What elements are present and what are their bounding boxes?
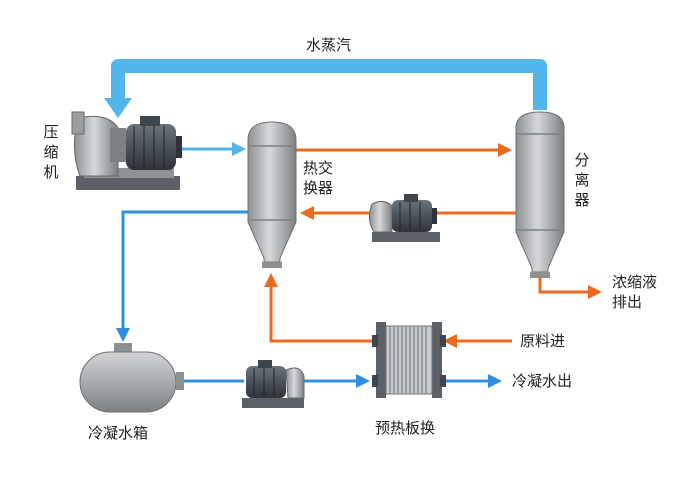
condensate-out-label: 冷凝水出 bbox=[512, 372, 573, 390]
heat-exchanger bbox=[247, 121, 297, 268]
condensate-pump bbox=[242, 360, 305, 408]
concentrate-label: 浓缩液排出 bbox=[612, 273, 658, 311]
separator bbox=[515, 111, 565, 278]
separator-label: 分离器 bbox=[574, 151, 590, 209]
cold-tank-label: 冷凝水箱 bbox=[88, 424, 149, 442]
compressor-label: 压缩机 bbox=[43, 123, 59, 181]
preheat-plate-label: 预热板换 bbox=[375, 419, 436, 437]
feed-label: 原料进 bbox=[520, 332, 566, 350]
compressor bbox=[71, 111, 182, 190]
steam-label: 水蒸汽 bbox=[306, 36, 352, 54]
recirculation-pump bbox=[368, 194, 440, 242]
steam-line bbox=[104, 59, 547, 156]
heat-exchanger-label: 热交换器 bbox=[303, 159, 334, 197]
cold-water-tank bbox=[79, 343, 184, 413]
preheat-plate-exchanger bbox=[372, 322, 446, 398]
condensate-line bbox=[116, 210, 502, 388]
